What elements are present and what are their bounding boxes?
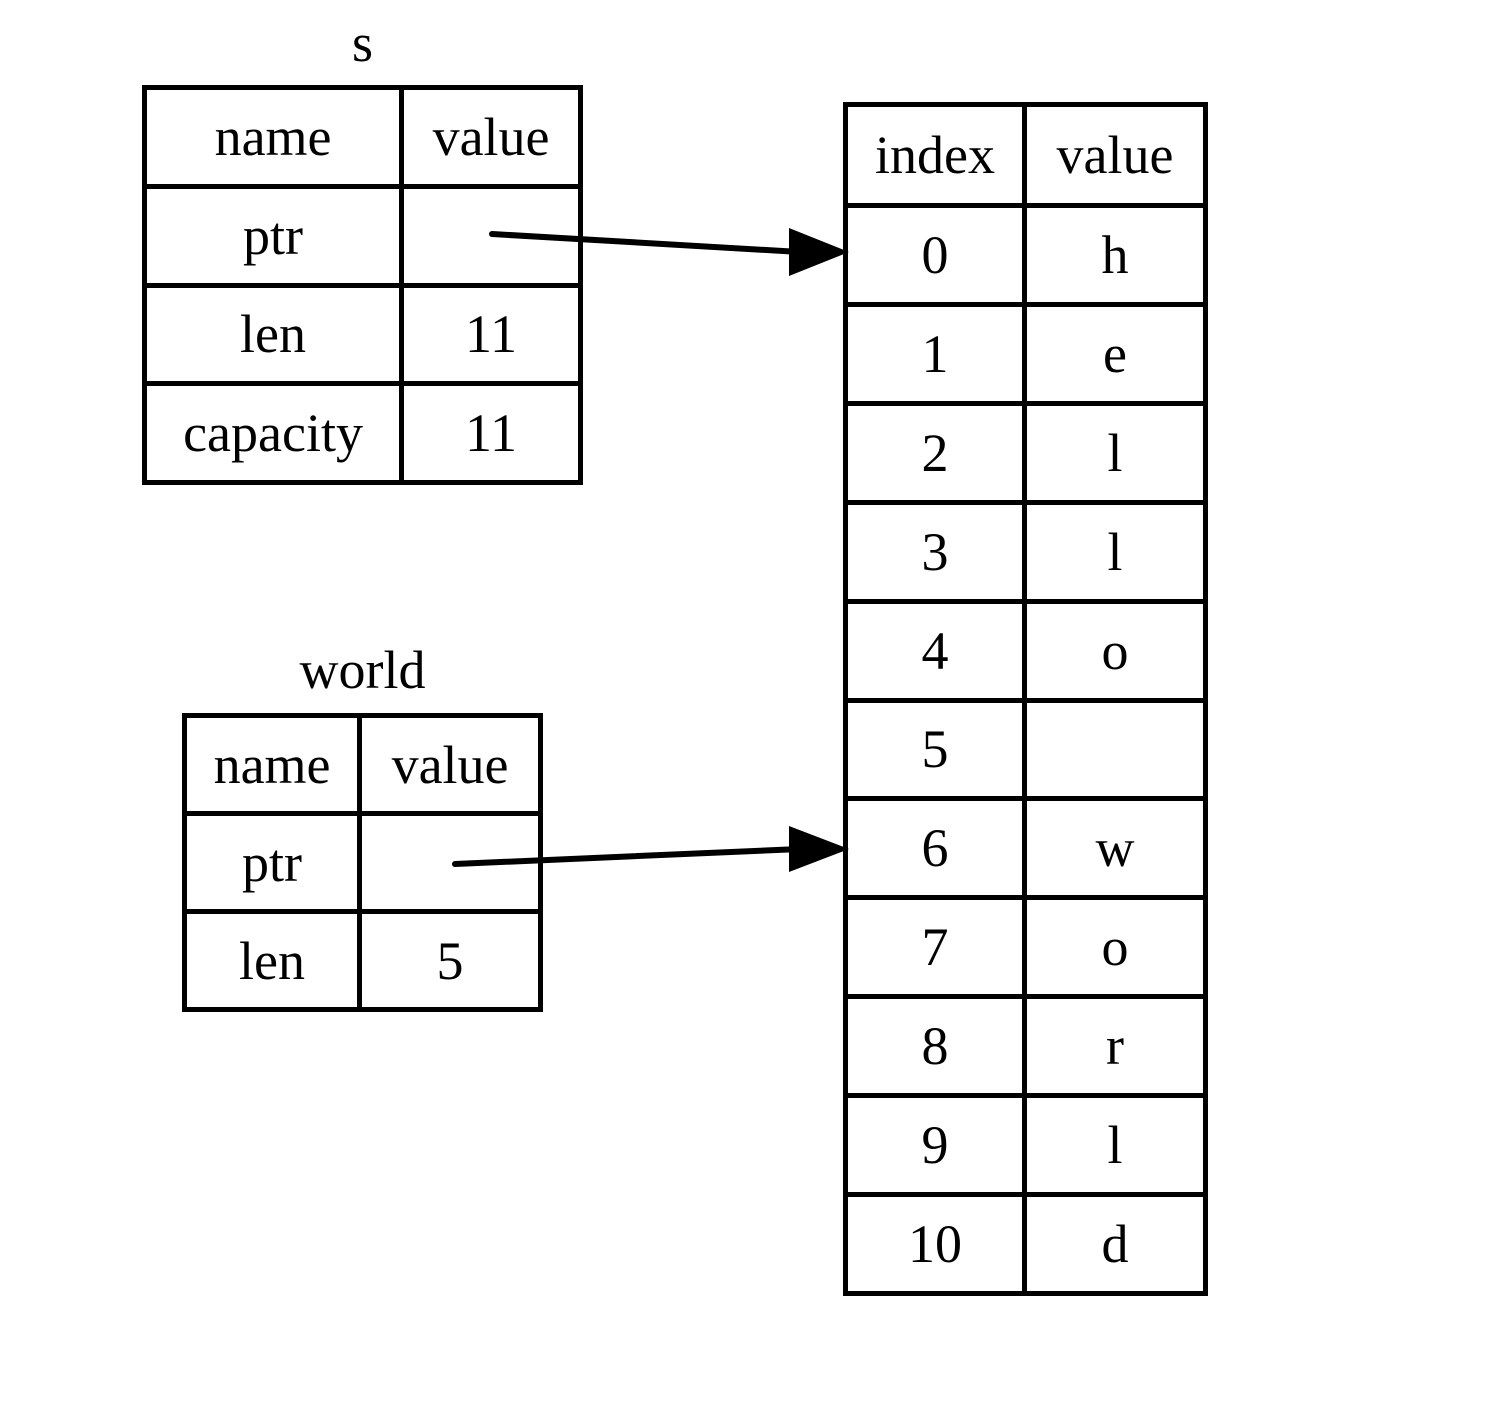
- field-name-ptr: ptr: [187, 816, 363, 909]
- table-row: 7 o: [848, 900, 1203, 1000]
- field-value-len: 5: [436, 930, 464, 991]
- field-name-capacity: capacity: [147, 386, 405, 480]
- byte-value-10: d: [1101, 1214, 1129, 1275]
- table-row: len 11: [147, 287, 578, 387]
- byte-value-5: [1027, 703, 1203, 797]
- byte-value-0: h: [1101, 224, 1129, 285]
- field-name-len: len: [147, 287, 405, 382]
- struct-world-caption: world: [299, 640, 426, 700]
- byte-value-1: e: [1103, 323, 1127, 384]
- table-row-header: name value: [147, 90, 578, 189]
- byte-index-8: 8: [848, 999, 1028, 1094]
- byte-array-table: index value 0 h 1 e 2 l 3 l 4 o 5 6 w: [843, 102, 1208, 1296]
- byte-value-6: w: [1095, 818, 1135, 879]
- table-row: 2 l: [848, 405, 1203, 505]
- byte-index-6: 6: [848, 801, 1028, 896]
- byte-index-1: 1: [848, 306, 1028, 401]
- table-row: 6 w: [848, 801, 1203, 901]
- byte-value-7: o: [1101, 917, 1129, 978]
- column-header-value: value: [1056, 125, 1174, 185]
- table-row: 10 d: [848, 1197, 1203, 1291]
- table-row: 5: [848, 702, 1203, 802]
- byte-index-4: 4: [848, 603, 1028, 698]
- column-header-value: value: [432, 106, 550, 167]
- table-row-header: name value: [187, 718, 538, 816]
- field-name-len: len: [187, 914, 363, 1007]
- byte-index-5: 5: [848, 702, 1028, 797]
- table-row: 8 r: [848, 999, 1203, 1099]
- field-value-ptr: [404, 189, 578, 283]
- world-ptr-arrow-head: [789, 826, 849, 872]
- struct-s-caption: s: [351, 13, 373, 73]
- byte-index-10: 10: [848, 1197, 1028, 1291]
- byte-value-3: l: [1107, 521, 1123, 582]
- table-row: 4 o: [848, 603, 1203, 703]
- table-row: 0 h: [848, 208, 1203, 307]
- table-row-header: index value: [848, 107, 1203, 208]
- table-row: len 5: [187, 914, 538, 1007]
- field-value-ptr: [362, 816, 538, 909]
- table-row: 3 l: [848, 504, 1203, 604]
- struct-s-table: name value ptr len 11 capacity 11: [142, 85, 583, 485]
- struct-world-table: name value ptr len 5: [182, 713, 543, 1012]
- table-row: capacity 11: [147, 386, 578, 480]
- table-row: 1 e: [848, 306, 1203, 406]
- byte-index-2: 2: [848, 405, 1028, 500]
- table-row: 9 l: [848, 1098, 1203, 1198]
- column-header-name: name: [147, 90, 405, 184]
- field-value-len: 11: [465, 304, 518, 365]
- column-header-value: value: [391, 734, 509, 795]
- byte-value-2: l: [1107, 422, 1123, 483]
- byte-value-9: l: [1107, 1115, 1123, 1176]
- byte-value-8: r: [1106, 1016, 1124, 1077]
- byte-index-3: 3: [848, 504, 1028, 599]
- byte-value-4: o: [1101, 620, 1129, 681]
- table-row: ptr: [187, 816, 538, 914]
- s-ptr-arrow-head: [789, 228, 849, 276]
- column-header-index: index: [848, 107, 1028, 203]
- column-header-name: name: [187, 718, 363, 811]
- field-name-ptr: ptr: [147, 188, 405, 283]
- table-row: ptr: [147, 188, 578, 288]
- field-value-capacity: 11: [465, 403, 518, 464]
- byte-index-9: 9: [848, 1098, 1028, 1193]
- byte-index-7: 7: [848, 900, 1028, 995]
- byte-index-0: 0: [848, 208, 1028, 302]
